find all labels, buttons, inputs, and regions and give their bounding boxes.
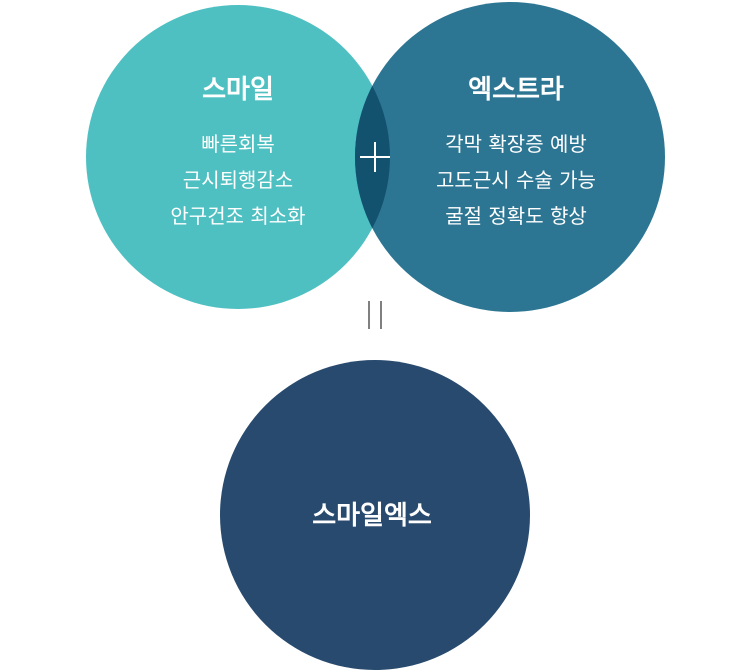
result-circle-title: 스마일엑스: [312, 501, 432, 531]
left-circle-title: 스마일: [202, 75, 274, 105]
left-circle-line-3: 안구건조 최소화: [170, 204, 305, 228]
right-circle: [355, 2, 665, 312]
left-circle-line-2: 근시퇴행감소: [183, 168, 293, 192]
plus-icon: [360, 142, 390, 172]
left-circle-line-1: 빠른회복: [201, 132, 275, 156]
right-circle-line-2: 고도근시 수술 가능: [436, 168, 596, 192]
right-circle-title: 엑스트라: [468, 75, 564, 105]
result-circle: [220, 360, 530, 670]
equals-icon: [368, 301, 382, 329]
left-circle: [86, 5, 390, 309]
right-circle-line-3: 굴절 정확도 향상: [445, 204, 587, 228]
right-circle-line-1: 각막 확장증 예방: [445, 132, 587, 156]
